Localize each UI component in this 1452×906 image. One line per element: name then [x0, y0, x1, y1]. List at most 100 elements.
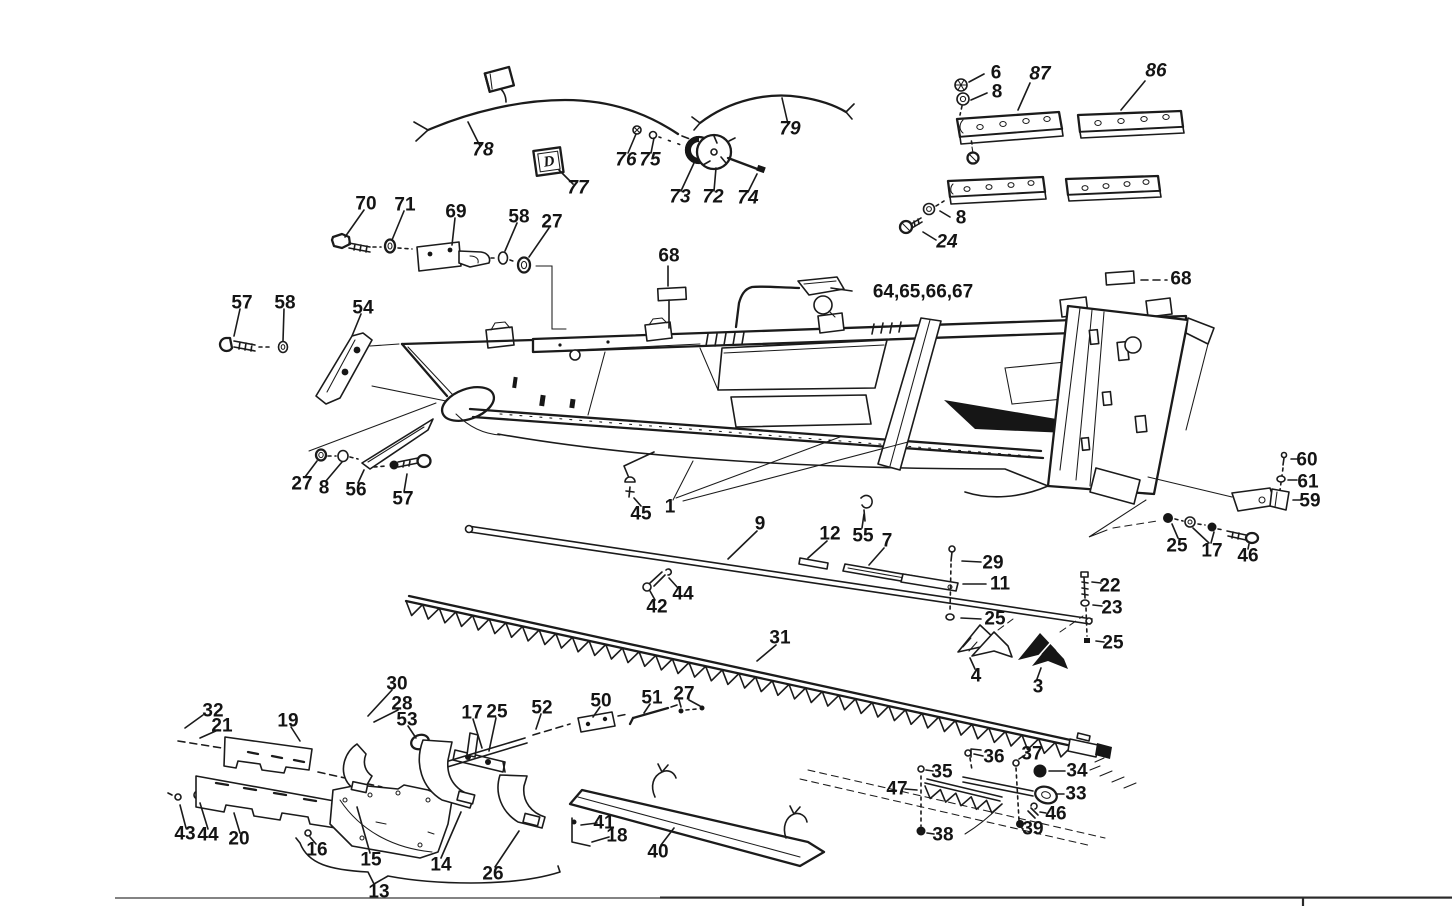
wear-plate-19-icon — [223, 736, 313, 774]
part-callout-28: 28 — [391, 694, 412, 715]
part-callout-47: 47 — [886, 779, 907, 800]
part-callout-57: 57 — [392, 489, 413, 510]
part-callout-54: 54 — [352, 298, 374, 319]
skid-plate-group — [568, 763, 826, 868]
part-callout-27: 27 — [673, 684, 694, 705]
part-callout-7: 7 — [882, 531, 893, 552]
part-callout-11: 11 — [990, 574, 1011, 595]
part-callout-30: 30 — [386, 674, 407, 695]
part-callout-87: 87 — [1029, 64, 1052, 85]
part-callout-25: 25 — [1102, 633, 1124, 654]
part-callout-35: 35 — [931, 762, 953, 783]
main-frame-group — [400, 265, 1233, 538]
part-callout-17: 17 — [1201, 541, 1222, 562]
part-callout-16: 16 — [306, 840, 327, 861]
part-callout-8: 8 — [992, 82, 1003, 103]
bolt-36-icon — [964, 749, 972, 757]
part-callout-52: 52 — [531, 698, 552, 719]
part-callout-4: 4 — [971, 666, 982, 687]
part-callout-44: 44 — [197, 825, 219, 846]
part-callout-27: 27 — [541, 212, 562, 233]
part-callout-25: 25 — [486, 702, 508, 723]
part-callout-79: 79 — [779, 119, 801, 140]
ball-25-icon — [1163, 513, 1173, 523]
bolt-42-icon — [642, 582, 652, 592]
bolt-70-icon — [330, 232, 352, 250]
part-callout-20: 20 — [228, 829, 249, 850]
part-callout-24: 24 — [935, 232, 958, 253]
cutterbar-hardware-group — [464, 436, 1105, 680]
part-callout-76: 76 — [615, 150, 637, 171]
part-callout-19: 19 — [277, 711, 298, 732]
part-callout-69: 69 — [445, 202, 466, 223]
part-callout-58: 58 — [274, 293, 295, 314]
part-callout-78: 78 — [472, 140, 494, 161]
part-callout-50: 50 — [590, 691, 611, 712]
part-callout-42: 42 — [646, 597, 667, 618]
part-callout-27: 27 — [291, 474, 312, 495]
part-callout-51: 51 — [641, 688, 663, 709]
back-bar-9 — [467, 525, 1093, 625]
washer-58-icon — [497, 251, 509, 265]
washer-8-icon — [337, 449, 349, 463]
part-callout-58: 58 — [508, 207, 529, 228]
part-callout-32: 32 — [202, 701, 223, 722]
bolt-43-icon — [174, 793, 182, 801]
part-callout-17: 17 — [461, 703, 482, 724]
divider-54-icon — [315, 332, 373, 405]
part-callout-56: 56 — [345, 480, 366, 501]
bolt-35-icon — [917, 765, 925, 773]
bolt-57-icon — [389, 460, 399, 470]
knife-plates-group — [898, 73, 1185, 241]
part-callout-75: 75 — [639, 150, 661, 171]
pin-45-icon — [624, 476, 636, 483]
part-callout-15: 15 — [360, 850, 382, 871]
lamp-assembly-icon — [684, 133, 766, 174]
part-callout-38: 38 — [932, 825, 953, 846]
part-callout-57: 57 — [231, 293, 252, 314]
midleft-hardware-group — [304, 418, 434, 493]
part-callout-9: 9 — [755, 514, 766, 535]
part-callout-40: 40 — [647, 842, 668, 863]
part-callout-64-65-66-67: 64,65,66,67 — [873, 282, 973, 303]
part-callout-26: 26 — [482, 864, 503, 885]
washer-58-icon — [277, 340, 289, 354]
bolt-22-icon — [1080, 571, 1089, 578]
bolt-57-icon — [218, 336, 234, 353]
divider-rod-group — [218, 308, 447, 452]
washer-8-icon — [956, 92, 970, 106]
part-callout-86: 86 — [1145, 61, 1167, 82]
bolt-29-icon — [948, 545, 956, 553]
part-callout-59: 59 — [1299, 491, 1320, 512]
part-callout-12: 12 — [819, 524, 840, 545]
part-callout-21: 21 — [211, 716, 233, 737]
connector-icon — [483, 65, 516, 93]
part-callout-8: 8 — [319, 478, 330, 499]
part-callout-3: 3 — [1033, 677, 1044, 698]
part-callout-34: 34 — [1066, 761, 1088, 782]
group-bracket-13 — [295, 837, 561, 885]
part-callout-39: 39 — [1022, 819, 1043, 840]
washer-71-icon — [383, 238, 397, 254]
serial-plate-68-icon — [656, 286, 688, 302]
part-callout-44: 44 — [672, 584, 694, 605]
part-callout-18: 18 — [606, 826, 627, 847]
skid-plate-40-icon — [568, 788, 826, 868]
part-callout-37: 37 — [1021, 744, 1042, 765]
part-callout-31: 31 — [769, 628, 791, 649]
part-callout-8: 8 — [956, 208, 967, 229]
bolt-16-icon — [304, 829, 312, 837]
part-callout-29: 29 — [982, 553, 1003, 574]
latch-group — [734, 276, 853, 329]
bolt-60-icon — [1280, 451, 1288, 459]
nut-27-icon — [516, 256, 532, 274]
part-callout-43: 43 — [174, 824, 195, 845]
washer-39-icon — [1016, 820, 1024, 828]
part-callout-25: 25 — [984, 609, 1006, 630]
skid-shoe-15-icon — [329, 784, 453, 859]
part-callout-73: 73 — [669, 187, 691, 208]
wear-block-59-icon — [1231, 487, 1277, 512]
part-callout-33: 33 — [1065, 784, 1086, 805]
part-callout-55: 55 — [852, 526, 874, 547]
head-bar-33 — [962, 776, 1034, 797]
